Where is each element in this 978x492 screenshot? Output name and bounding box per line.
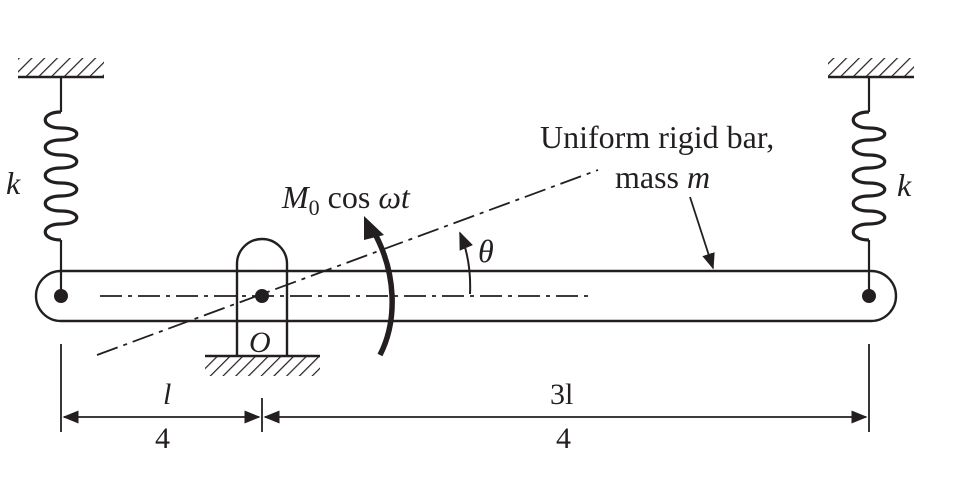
moment-cos: cos — [320, 179, 379, 215]
moment-omega: ωt — [378, 179, 411, 215]
rigid-bar — [34, 269, 898, 323]
pivot-label: O — [249, 326, 271, 359]
dimension-left-denominator: 4 — [155, 422, 170, 455]
bar-caption-mass-text: mass — [615, 159, 687, 195]
left-ceiling-support — [18, 58, 104, 79]
left-spring-pin — [54, 289, 68, 303]
pivot-hidden-lines — [236, 270, 288, 321]
dimension-right-numerator: 3l — [550, 378, 573, 411]
dimension-right-denominator: 4 — [556, 422, 571, 455]
pivot-pin — [255, 289, 269, 303]
moment-label: M0 cos ωt — [281, 179, 411, 220]
bar-caption-line2: mass m — [615, 159, 710, 195]
theta-label: θ — [478, 233, 494, 269]
bar-caption-line1: Uniform rigid bar, — [540, 119, 774, 155]
moment-arrow — [371, 230, 395, 357]
right-ceiling-support — [828, 58, 914, 79]
pivot-support — [205, 237, 320, 376]
theta-arc — [459, 231, 473, 295]
dimension-left-label: l 4 — [151, 378, 176, 455]
rotated-centerline — [96, 169, 599, 356]
moment-arrowhead — [364, 216, 384, 240]
spring-constant-right-label: k — [897, 167, 912, 203]
moment-subscript: 0 — [309, 195, 320, 220]
dimension-left-numerator: l — [163, 378, 171, 411]
spring-constant-left-label: k — [6, 165, 21, 201]
right-spring-pin — [862, 289, 876, 303]
dimension-lines — [60, 344, 870, 432]
right-spring — [851, 77, 887, 292]
caption-leader-arrow — [689, 196, 715, 270]
moment-symbol: M — [281, 179, 311, 215]
dimension-right-label: 3l 4 — [547, 378, 582, 455]
bar-caption-mass-symbol: m — [687, 159, 710, 195]
left-spring — [43, 77, 79, 292]
